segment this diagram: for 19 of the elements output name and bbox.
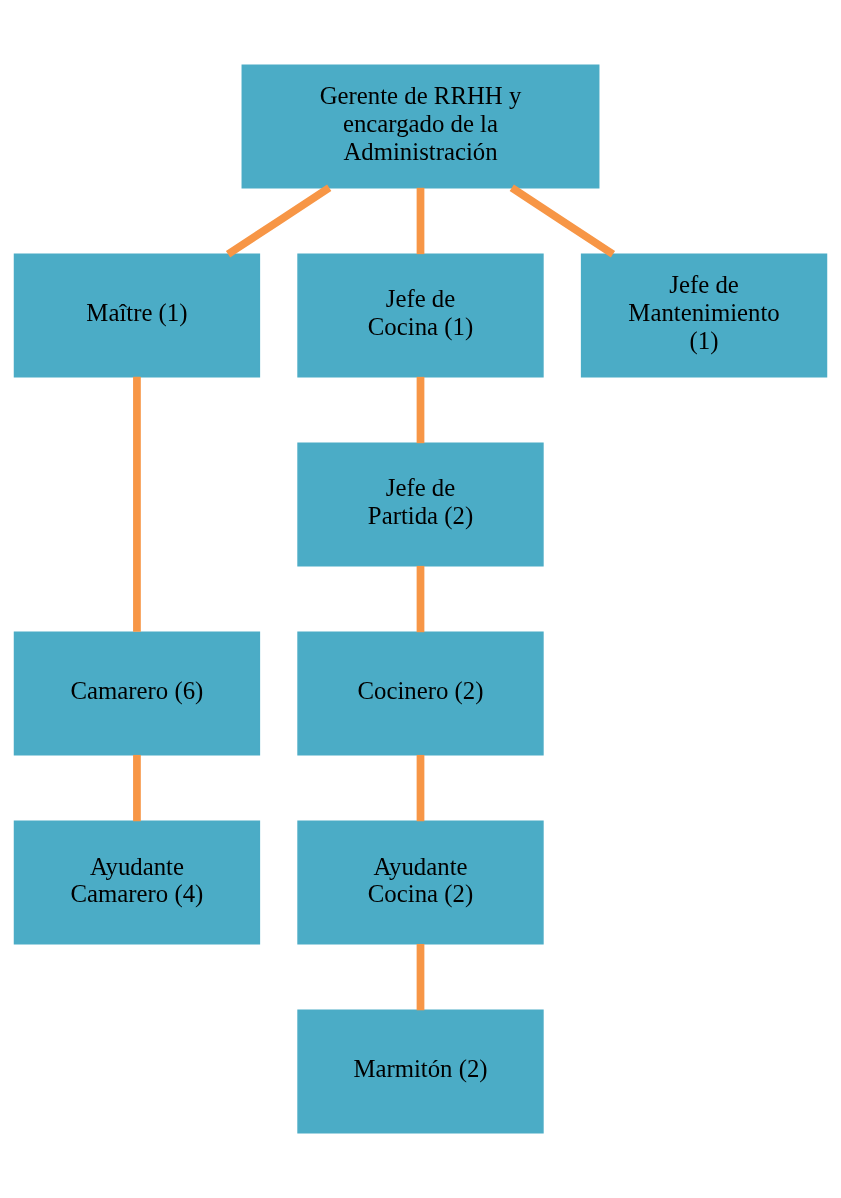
node-box: Jefe de Partida (2) xyxy=(297,442,544,567)
connector xyxy=(416,943,425,1011)
node-box: Cocinero (2) xyxy=(297,631,544,756)
node-box: Marmitón (2) xyxy=(297,1009,544,1134)
node-box: Maître (1) xyxy=(13,253,261,378)
node-box: Ayudante Camarero (4) xyxy=(13,820,261,945)
connector xyxy=(416,187,425,255)
node-box: Camarero (6) xyxy=(13,631,261,756)
connector xyxy=(133,376,141,632)
connector xyxy=(416,565,425,633)
node-box: Ayudante Cocina (2) xyxy=(297,820,544,945)
connector xyxy=(225,184,332,258)
connector xyxy=(416,376,425,444)
node-box: Jefe de Cocina (1) xyxy=(297,253,544,378)
connector xyxy=(416,754,425,822)
connector xyxy=(133,754,141,822)
connector xyxy=(509,184,616,258)
node-box: Jefe de Mantenimiento (1) xyxy=(580,253,828,378)
node-box: Gerente de RRHH y encargado de la Administración xyxy=(241,64,600,189)
